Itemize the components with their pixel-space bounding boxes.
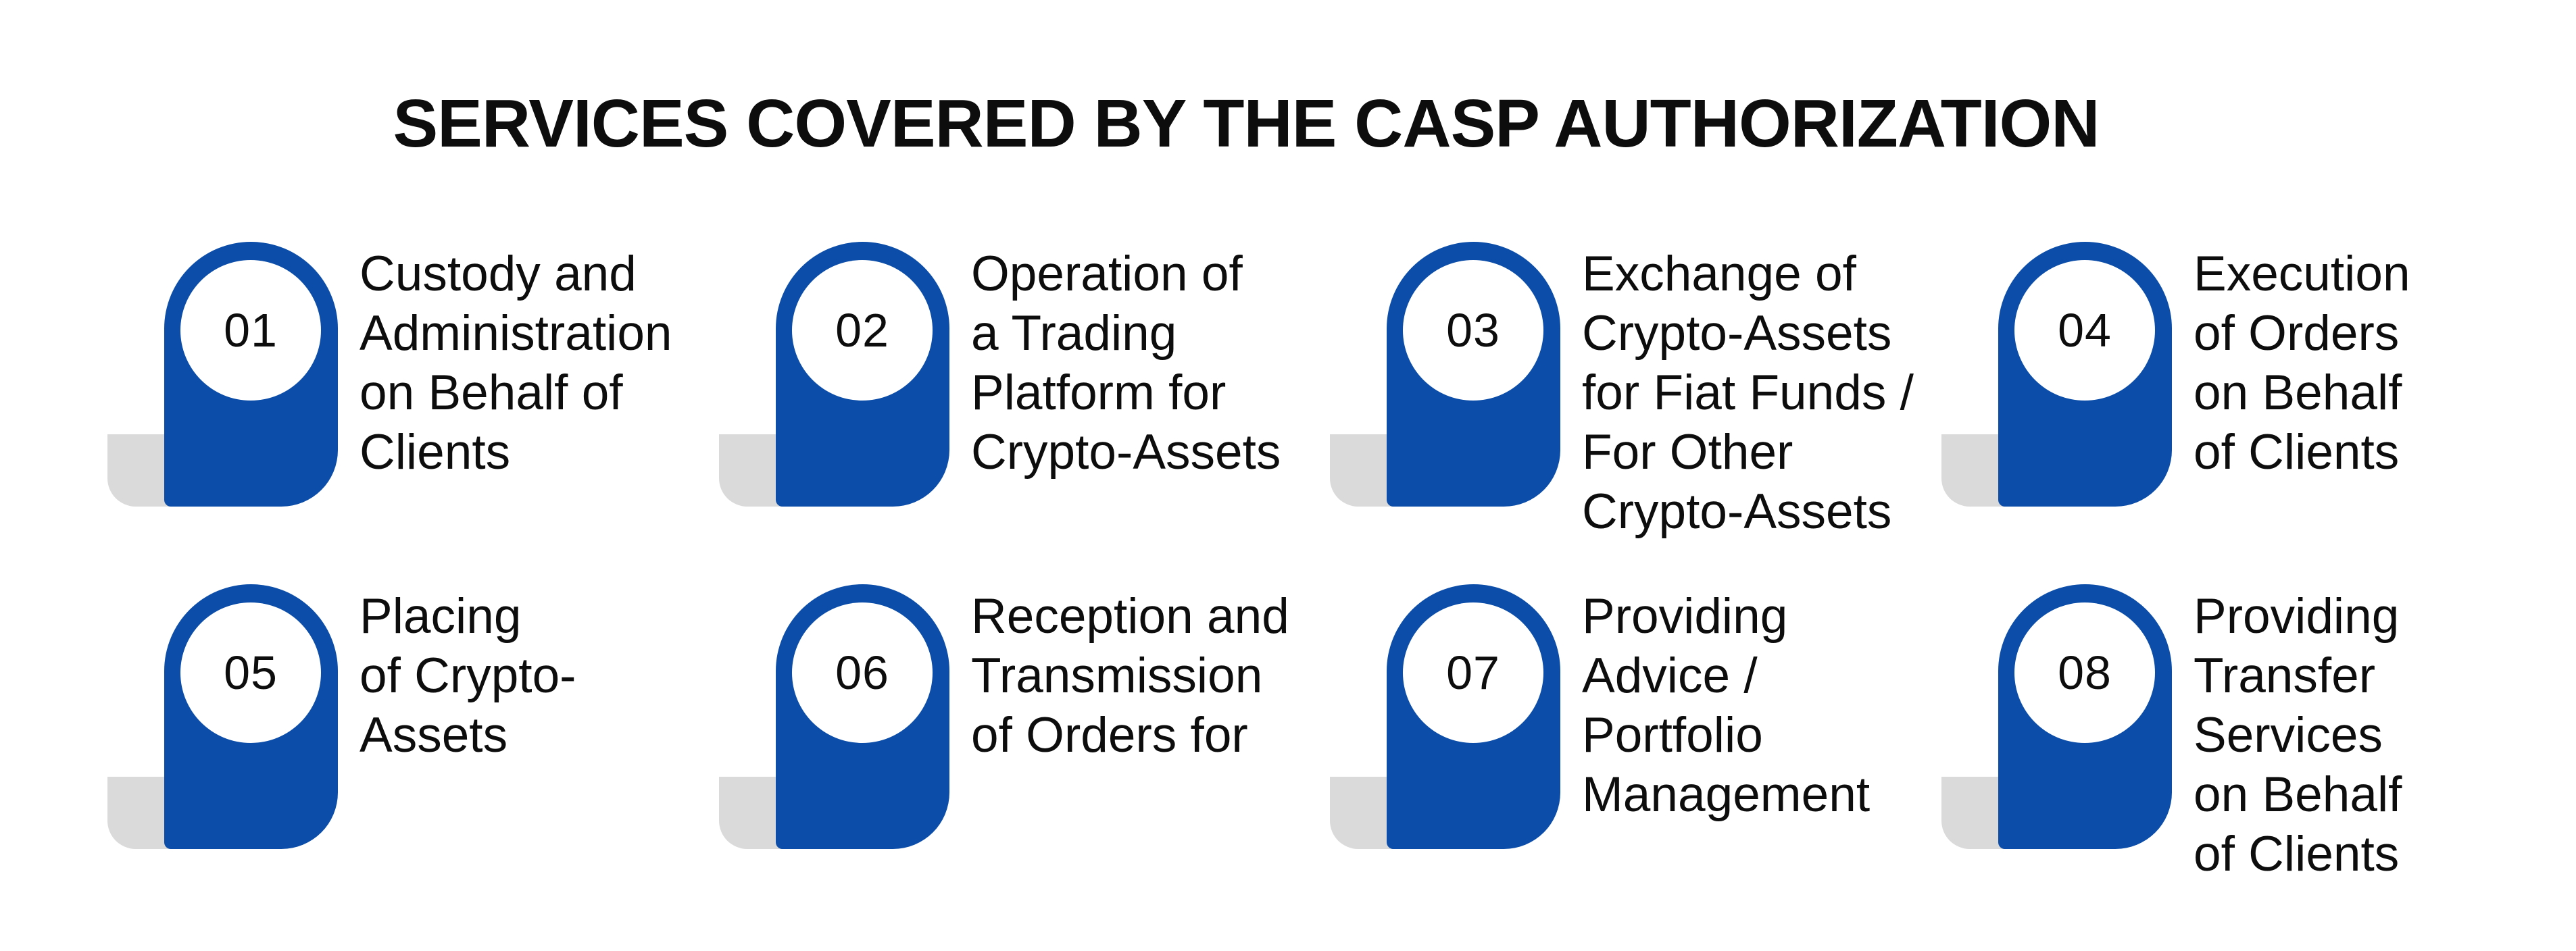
item-number: 02	[835, 304, 889, 357]
number-circle: 04	[2014, 260, 2155, 401]
item-label: Placing of Crypto- Assets	[360, 589, 576, 763]
ribbon-pin: 03	[1387, 242, 1560, 507]
number-circle: 08	[2014, 602, 2155, 743]
ribbon-fold	[719, 777, 784, 849]
ribbon-fold	[1330, 434, 1395, 507]
ribbon-fold	[107, 777, 172, 849]
item-number: 01	[224, 304, 278, 357]
item-number: 08	[2058, 646, 2112, 699]
ribbon-pin: 04	[1998, 242, 2172, 507]
service-item-03: 03 Exchange of Crypto-Assets for Fiat Fu…	[1330, 242, 1914, 539]
item-label: Exchange of Crypto-Assets for Fiat Funds…	[1582, 247, 1914, 539]
item-label: Execution of Orders on Behalf of Clients	[2194, 247, 2410, 480]
item-label: Reception and Transmission of Orders for	[971, 589, 1289, 763]
number-circle: 05	[180, 602, 321, 743]
number-circle: 03	[1403, 260, 1543, 401]
ribbon-fold	[1941, 777, 2006, 849]
ribbon-fold	[107, 434, 172, 507]
ribbon-fold	[719, 434, 784, 507]
service-item-05: 05 Placing of Crypto- Assets	[107, 584, 576, 849]
service-item-06: 06 Reception and Transmission of Orders …	[719, 584, 1289, 849]
number-circle: 07	[1403, 602, 1543, 743]
item-label: Providing Transfer Services on Behalf of…	[2194, 589, 2402, 881]
service-item-07: 07 Providing Advice / Portfolio Manageme…	[1330, 584, 1870, 849]
ribbon-pin: 01	[164, 242, 338, 507]
ribbon-pin: 08	[1998, 584, 2172, 849]
ribbon-fold	[1330, 777, 1395, 849]
item-number: 05	[224, 646, 278, 699]
item-number: 07	[1446, 646, 1500, 699]
item-label: Providing Advice / Portfolio Management	[1582, 589, 1871, 822]
item-number: 03	[1446, 304, 1500, 357]
item-label: Custody and Administration on Behalf of …	[360, 247, 672, 480]
service-item-01: 01 Custody and Administration on Behalf …	[107, 242, 672, 507]
ribbon-pin: 05	[164, 584, 338, 849]
number-circle: 06	[792, 602, 933, 743]
service-item-02: 02 Operation of a Trading Platform for C…	[719, 242, 1281, 507]
ribbon-pin: 06	[776, 584, 949, 849]
item-number: 04	[2058, 304, 2112, 357]
number-circle: 01	[180, 260, 321, 401]
service-item-08: 08 Providing Transfer Services on Behalf…	[1941, 584, 2402, 881]
ribbon-pin: 07	[1387, 584, 1560, 849]
ribbon-pin: 02	[776, 242, 949, 507]
service-item-04: 04 Execution of Orders on Behalf of Clie…	[1941, 242, 2410, 507]
ribbon-fold	[1941, 434, 2006, 507]
item-number: 06	[835, 646, 889, 699]
item-label: Operation of a Trading Platform for Cryp…	[971, 247, 1281, 480]
number-circle: 02	[792, 260, 933, 401]
page-title: SERVICES COVERED BY THE CASP AUTHORIZATI…	[393, 86, 2100, 161]
